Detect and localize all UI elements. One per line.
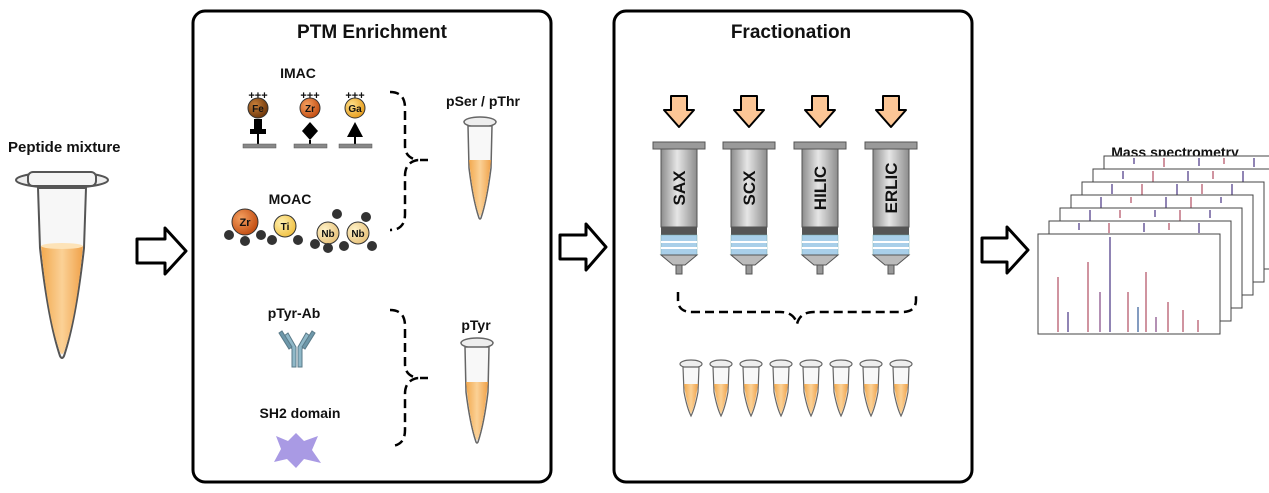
svg-text:Fe: Fe [252, 104, 264, 115]
bracket-lower [389, 308, 419, 448]
column-hilic: HILIC [793, 95, 847, 275]
moac-ti-oxide: Ti [267, 214, 303, 245]
down-arrow-icon [663, 95, 695, 128]
imac-fe-ion: +++ Fe [242, 90, 277, 149]
fraction-tube-icon [859, 359, 883, 418]
svg-text:Ga: Ga [348, 104, 362, 115]
flow-arrow-2 [558, 222, 608, 272]
moac-label: MOAC [269, 191, 312, 207]
output-tube-pser-icon [463, 116, 497, 220]
ptyr-output-label: pTyr [461, 317, 491, 333]
fraction-tube-icon [709, 359, 733, 418]
imac-zr-ion: +++ Zr [293, 90, 328, 149]
fraction-tube-icon [889, 359, 913, 418]
sh2-domain-icon [274, 433, 321, 468]
column-label: SAX [670, 170, 689, 206]
column-erlic: ERLIC [864, 95, 918, 275]
fraction-tube-icon [679, 359, 703, 418]
fractionation-panel: Fractionation SAX SCX HILIC ERLIC [612, 9, 974, 484]
bracket-upper [389, 90, 419, 232]
peptide-mixture-label: Peptide mixture [8, 139, 121, 156]
fraction-tubes [679, 359, 913, 418]
moac-zr-oxide: Zr [224, 208, 266, 246]
fraction-tube-icon [739, 359, 763, 418]
spectra-stack [1037, 155, 1269, 335]
column-sax: SAX [652, 95, 706, 275]
svg-text:Zr: Zr [240, 217, 252, 229]
moac-nb-oxide-1: Nb [310, 209, 342, 253]
ptyr-ab-label: pTyr-Ab [268, 305, 321, 321]
fraction-tube-icon [769, 359, 793, 418]
fractionation-title: Fractionation [731, 22, 851, 43]
moac-nb-oxide-2: Nb [339, 212, 377, 251]
down-arrow-icon [733, 95, 765, 128]
column-scx: SCX [722, 95, 776, 275]
fraction-tube-icon [799, 359, 823, 418]
flow-arrow-1 [135, 226, 188, 276]
bracket-columns [676, 292, 918, 325]
svg-text:Nb: Nb [351, 229, 364, 240]
peptide-mixture-group: Peptide mixture [8, 139, 121, 359]
imac-label: IMAC [280, 65, 316, 81]
mass-spectrometry-group: Mass spectrometry [1037, 144, 1269, 335]
chromatography-columns: SAX SCX HILIC ERLIC [652, 95, 918, 275]
imac-ga-ion: +++ Ga [338, 90, 373, 149]
large-tube-icon [15, 171, 109, 359]
ptm-enrichment-title: PTM Enrichment [297, 22, 448, 43]
down-arrow-icon [804, 95, 836, 128]
svg-text:Nb: Nb [321, 229, 334, 240]
svg-text:Zr: Zr [305, 104, 315, 115]
sh2-domain-label: SH2 domain [260, 405, 341, 421]
column-label: HILIC [811, 166, 830, 210]
svg-text:Ti: Ti [281, 222, 290, 233]
output-tube-ptyr-icon [460, 337, 494, 444]
fraction-tube-icon [829, 359, 853, 418]
flow-arrow-3 [980, 225, 1030, 275]
column-label: ERLIC [882, 163, 901, 214]
ptm-enrichment-panel: PTM Enrichment IMAC +++ Fe +++ Zr +++ Ga [191, 9, 553, 484]
spectrum-panel [1037, 233, 1221, 335]
antibody-icon [278, 330, 316, 368]
column-label: SCX [740, 170, 759, 206]
pser-pthr-output-label: pSer / pThr [446, 93, 520, 109]
down-arrow-icon [875, 95, 907, 128]
